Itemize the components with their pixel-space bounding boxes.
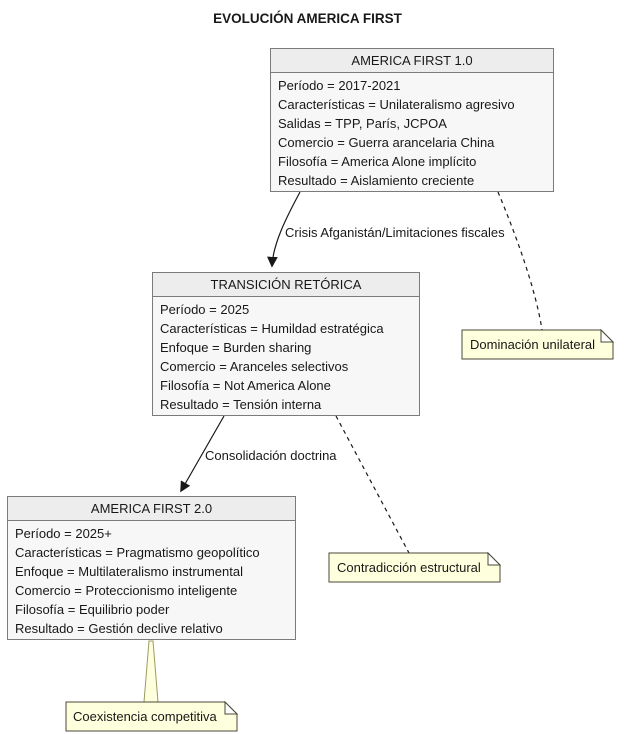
node-title: AMERICA FIRST 1.0 bbox=[271, 49, 553, 73]
node-attribute: Comercio = Guerra arancelaria China bbox=[278, 135, 495, 150]
node-attribute: Comercio = Proteccionismo inteligente bbox=[15, 583, 238, 598]
node-attribute: Resultado = Tensión interna bbox=[160, 397, 322, 412]
node-body: Período = 2025+ Características = Pragma… bbox=[8, 521, 295, 638]
dashed-connector-transicion-note bbox=[335, 415, 410, 554]
node-attribute: Enfoque = Burden sharing bbox=[160, 340, 312, 355]
node-attribute: Enfoque = Multilateralismo instrumental bbox=[15, 564, 243, 579]
node-attribute: Filosofía = Equilibrio poder bbox=[15, 602, 170, 617]
edge-label-crisis-afganistan: Crisis Afganistán/Limitaciones fiscales bbox=[285, 225, 505, 240]
node-attribute: Salidas = TPP, París, JCPOA bbox=[278, 116, 447, 131]
node-title: AMERICA FIRST 2.0 bbox=[8, 497, 295, 521]
node-body: Período = 2017-2021 Características = Un… bbox=[271, 73, 553, 190]
note-coexistencia-competitiva: Coexistencia competitiva bbox=[73, 709, 217, 724]
note-dominacion-unilateral: Dominación unilateral bbox=[470, 337, 596, 352]
node-attribute: Período = 2017-2021 bbox=[278, 78, 401, 93]
node-attribute: Características = Pragmatismo geopolític… bbox=[15, 545, 260, 560]
note-contradiccion-estructural: Contradicción estructural bbox=[337, 560, 481, 575]
node-attribute: Filosofía = Not America Alone bbox=[160, 378, 331, 393]
node-attribute: Filosofía = America Alone implícito bbox=[278, 154, 477, 169]
edge-label-consolidacion-doctrina: Consolidación doctrina bbox=[205, 448, 337, 463]
node-attribute: Resultado = Gestión declive relativo bbox=[15, 621, 223, 636]
page-title: EVOLUCIÓN AMERICA FIRST bbox=[213, 11, 402, 26]
node-attribute: Comercio = Aranceles selectivos bbox=[160, 359, 349, 374]
note-fold-icon bbox=[487, 551, 502, 566]
node-title: TRANSICIÓN RETÓRICA bbox=[153, 273, 419, 297]
node-america-first-1-0: AMERICA FIRST 1.0 Período = 2017-2021 Ca… bbox=[270, 48, 554, 192]
node-body: Período = 2025 Características = Humilda… bbox=[153, 297, 419, 414]
node-attribute: Período = 2025 bbox=[160, 302, 250, 317]
node-attribute: Características = Humildad estratégica bbox=[160, 321, 384, 336]
node-attribute: Resultado = Aislamiento creciente bbox=[278, 173, 475, 188]
dashed-connector-af1-note bbox=[497, 191, 543, 331]
note-pointer bbox=[143, 640, 159, 703]
note-fold-icon bbox=[224, 700, 239, 715]
node-america-first-2-0: AMERICA FIRST 2.0 Período = 2025+ Caract… bbox=[7, 496, 296, 640]
node-attribute: Características = Unilateralismo agresiv… bbox=[278, 97, 515, 112]
node-attribute: Período = 2025+ bbox=[15, 526, 112, 541]
node-transicion-retorica: TRANSICIÓN RETÓRICA Período = 2025 Carac… bbox=[152, 272, 420, 416]
note-fold-icon bbox=[600, 328, 615, 343]
